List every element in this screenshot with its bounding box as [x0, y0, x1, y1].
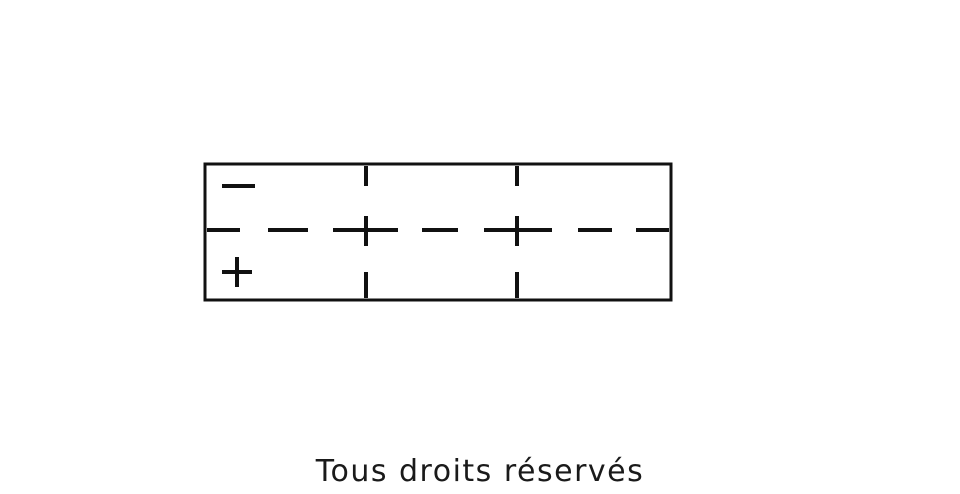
copyright-caption: Tous droits réservés	[315, 454, 645, 489]
battery-outline	[203, 162, 673, 302]
positive-terminal-symbol	[222, 257, 252, 287]
